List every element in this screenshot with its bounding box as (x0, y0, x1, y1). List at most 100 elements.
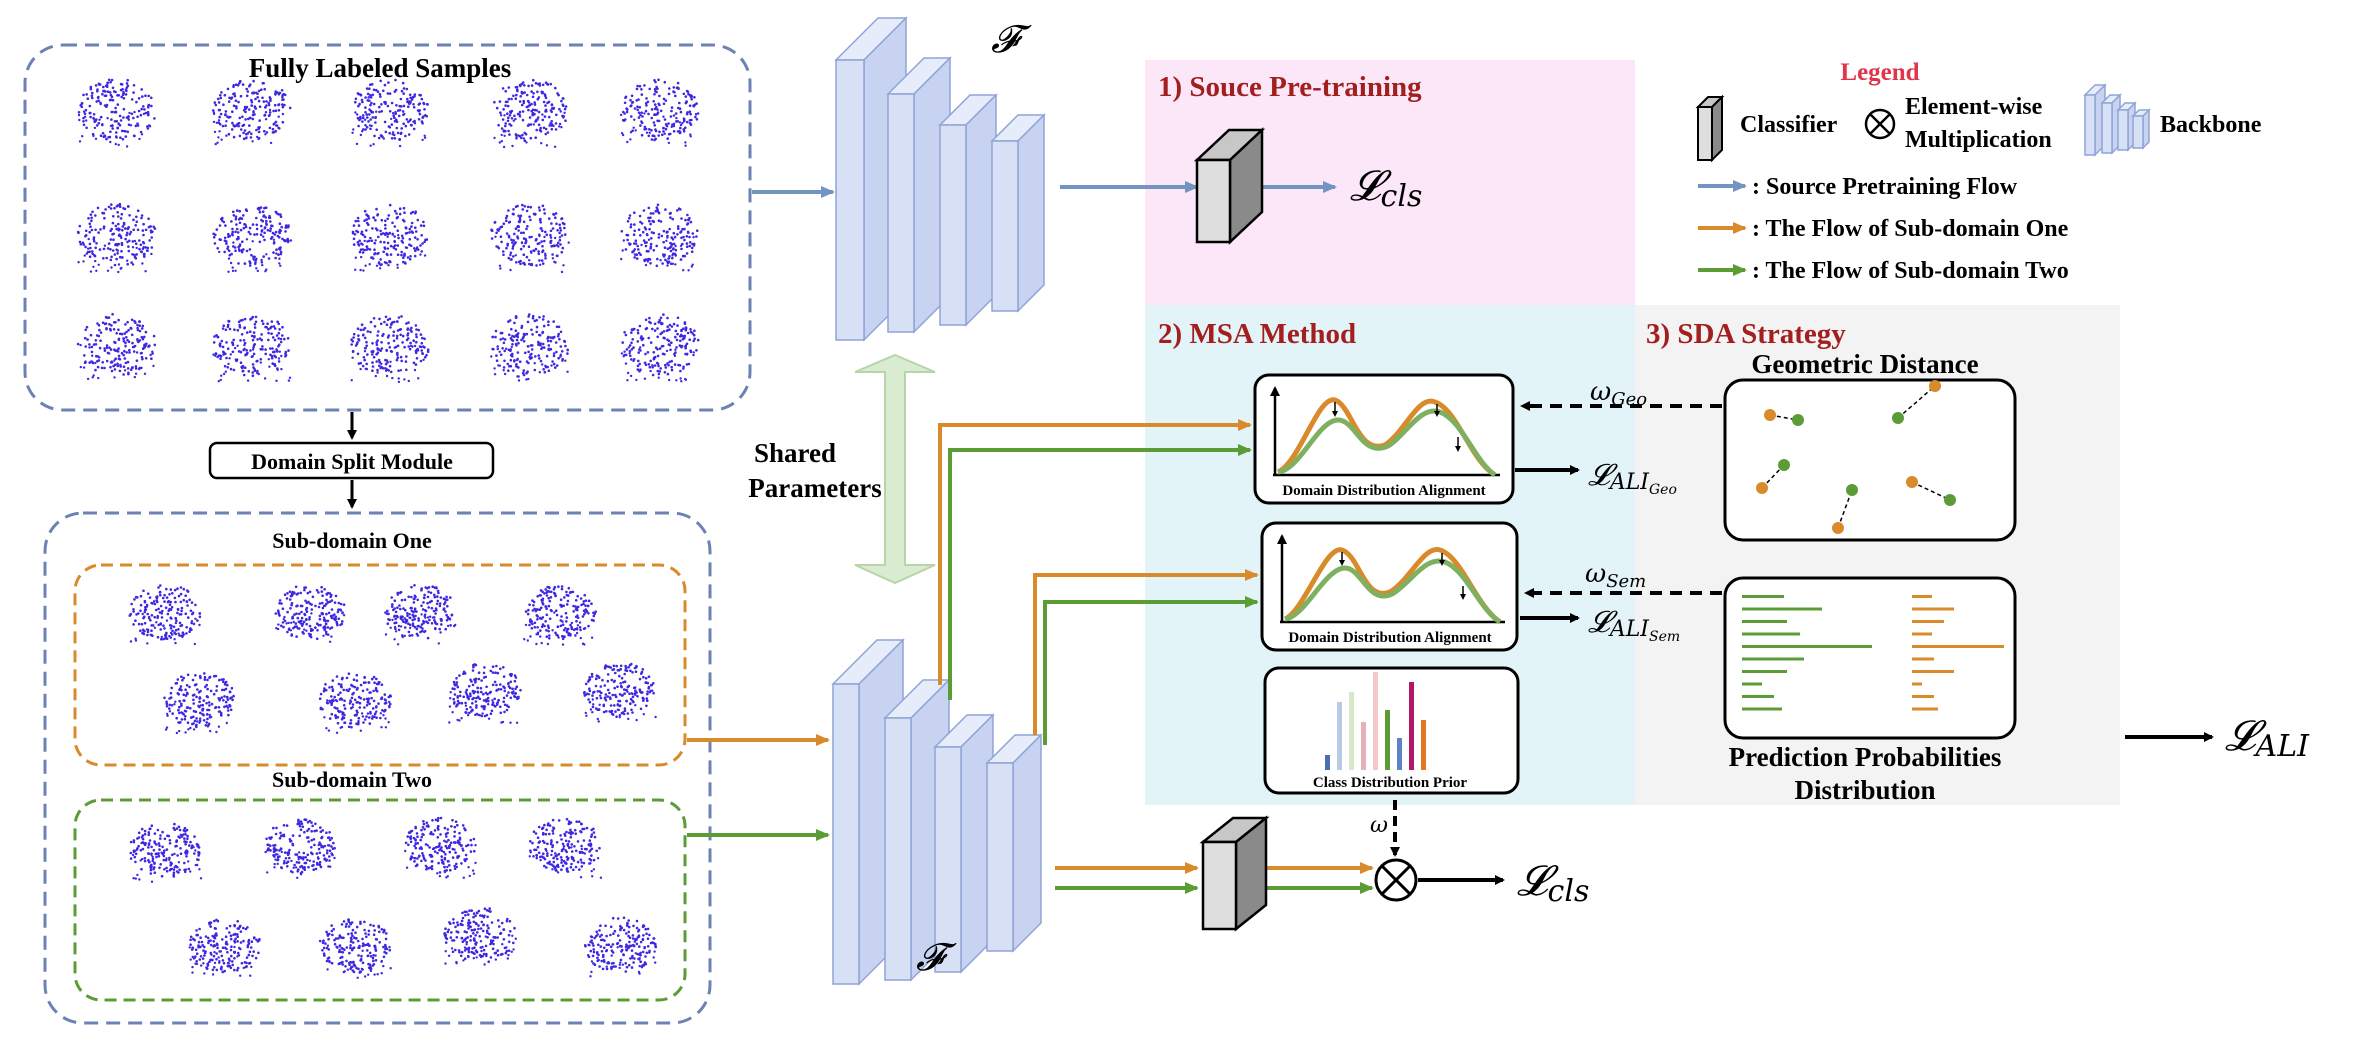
geo-link-2 (1897, 385, 1936, 419)
geo-point-b-3 (1778, 459, 1790, 471)
classifier-top (1193, 127, 1266, 245)
backbone-layer-3 (933, 713, 995, 974)
point-cloud-5 (619, 78, 700, 147)
sub-two-cloud-2 (264, 818, 336, 879)
sub-one-cloud-8 (583, 662, 657, 723)
point-cloud-grid-full (76, 78, 700, 384)
backbone-layer-4 (985, 733, 1043, 953)
geo-point-a-5 (1906, 476, 1918, 488)
domain-split-label: Domain Split Module (251, 449, 453, 474)
backbone-layer-4 (2131, 108, 2151, 150)
domain-split-module (208, 441, 495, 480)
sub-two-cloud-6 (318, 918, 392, 979)
pred-orange-8 (1912, 682, 1922, 686)
prior-bar-3 (1349, 692, 1354, 770)
sub-two-cloud-8 (583, 916, 657, 978)
alignment-label-sem: Domain Distribution Alignment (1288, 630, 1491, 646)
geo-point-b-2 (1929, 380, 1941, 392)
green-to-sem-flow (1043, 596, 1259, 745)
prior-bar-4 (1361, 722, 1366, 770)
green-to-geo-flow (948, 444, 1252, 700)
sda-title: 3) SDA Strategy (1646, 318, 1846, 350)
omega-geo-label: ωGeo (1590, 377, 1647, 410)
point-cloud-10 (620, 203, 699, 272)
alignment-label-geo: Domain Distribution Alignment (1282, 483, 1485, 499)
loss-cls-top: 𝓛cls (1350, 161, 1422, 214)
sub-two-cloud-4 (528, 817, 603, 879)
geo-point-a-4 (1832, 522, 1844, 534)
class-prior-box: Class Distribution Prior (1263, 666, 1520, 795)
pred-green-4 (1742, 632, 1800, 636)
pred-orange-7 (1912, 670, 1954, 673)
legend-classifier-label: Classifier (1740, 112, 1838, 138)
sub-one-cloud-5 (163, 672, 235, 735)
sub-one-cloud-1 (128, 584, 202, 646)
prior-bar-2 (1337, 702, 1342, 770)
sub-one-box (73, 563, 687, 767)
prior-bar-1 (1325, 755, 1330, 770)
geometric-title: Geometric Distance (1751, 349, 1978, 379)
loss-ali-sem: 𝓛ALISem (1588, 605, 1680, 645)
backbone-layer-3 (938, 93, 998, 327)
pred-green-10 (1742, 707, 1782, 711)
point-cloud-3 (351, 78, 429, 148)
pred-green-9 (1742, 695, 1774, 698)
legend-multiply-icon (1864, 108, 1896, 140)
prior-bar-9 (1421, 720, 1426, 770)
loss-ali-geo: 𝓛ALIGeo (1588, 458, 1677, 498)
geo-pairs (1756, 380, 1956, 534)
prediction-box (1723, 576, 2017, 740)
point-cloud-9 (490, 203, 570, 274)
geometric-box (1723, 378, 2017, 542)
point-cloud-7 (212, 206, 293, 273)
alignment-box-sem: Domain Distribution Alignment (1260, 521, 1519, 652)
legend-multiply-label-2: Multiplication (1905, 127, 2052, 153)
pred-orange-1 (1912, 595, 1932, 598)
legend-multiply-label-1: Element-wise (1905, 94, 2043, 120)
sub-one-title: Sub-domain One (272, 528, 432, 553)
sub-two-cloud-1 (129, 822, 203, 883)
geo-link-3 (1761, 464, 1785, 489)
orange-to-sem-flow (1033, 569, 1259, 735)
prior-bars (1325, 672, 1426, 770)
orange-to-geo-flow (938, 419, 1252, 685)
alignment-box-geo: Domain Distribution Alignment (1253, 373, 1515, 505)
multiply-node (1374, 858, 1418, 902)
sub-two-title: Sub-domain Two (272, 767, 432, 792)
shared-parameters-arrow (854, 353, 936, 585)
classifier-bottom (1199, 815, 1270, 932)
pred-green-8 (1742, 682, 1762, 686)
pred-orange-2 (1912, 607, 1954, 611)
legend-title: Legend (1840, 59, 1919, 86)
loss-cls-bottom: 𝓛cls (1517, 856, 1589, 909)
geo-point-a-3 (1756, 482, 1768, 494)
geo-point-a-1 (1764, 409, 1776, 421)
prior-bar-6 (1385, 710, 1390, 770)
geo-point-b-1 (1792, 414, 1804, 426)
backbone-top (834, 16, 1046, 342)
sub-one-cloud-7 (448, 663, 522, 724)
legend-two-label: : The Flow of Sub-domain Two (1752, 258, 2069, 284)
pred-orange-9 (1912, 695, 1934, 698)
omega-sem-label: ωSem (1585, 559, 1646, 592)
point-cloud-grid-sub-one (128, 584, 657, 735)
pred-green-6 (1742, 657, 1804, 661)
sub-two-cloud-5 (188, 918, 261, 977)
pretrain-title: 1) Souce Pre-training (1158, 71, 1422, 103)
sub-one-cloud-2 (274, 585, 346, 643)
prediction-title-2: Distribution (1794, 775, 1935, 805)
geo-point-b-4 (1846, 484, 1858, 496)
point-cloud-4 (493, 78, 568, 149)
pred-green-5 (1742, 645, 1872, 648)
msa-title: 2) MSA Method (1158, 318, 1356, 350)
point-cloud-grid-sub-two (129, 816, 657, 979)
prediction-title-1: Prediction Probabilities (1729, 742, 2002, 772)
pred-green-7 (1742, 670, 1787, 673)
point-cloud-1 (77, 78, 156, 148)
sub-domains-box (43, 511, 712, 1025)
sub-one-cloud-4 (523, 585, 597, 646)
prior-bar-7 (1397, 738, 1402, 770)
pred-green-3 (1742, 620, 1787, 623)
legend-one-label: : The Flow of Sub-domain One (1752, 216, 2069, 242)
